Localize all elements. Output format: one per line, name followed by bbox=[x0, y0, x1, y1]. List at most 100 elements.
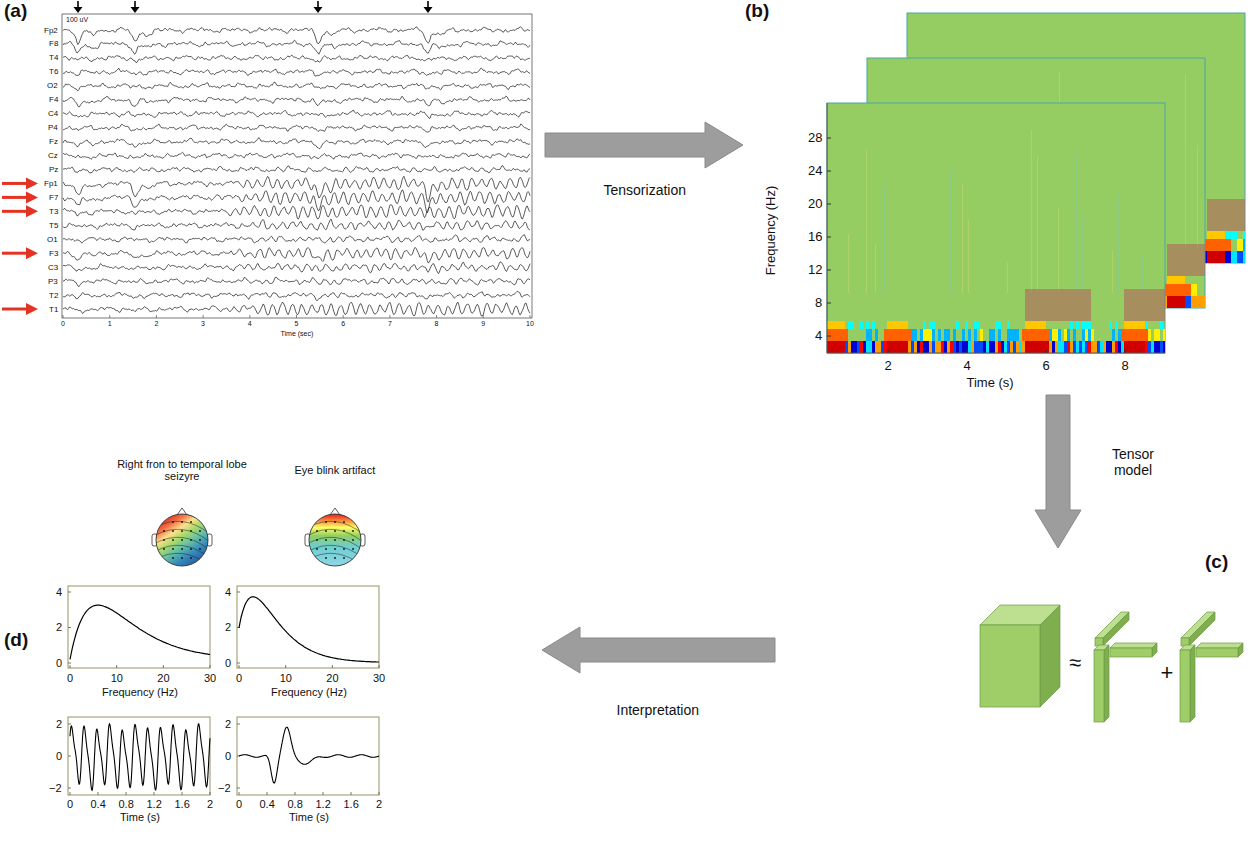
spectrogram-cell bbox=[1073, 333, 1076, 337]
spectrogram-cell bbox=[1058, 309, 1061, 313]
spectrogram-cell bbox=[1127, 321, 1130, 325]
spectrogram-cell bbox=[1139, 345, 1142, 349]
spectrogram-cell bbox=[1191, 264, 1197, 268]
spectrogram-cell bbox=[1088, 309, 1091, 313]
spectrogram-cell bbox=[1088, 297, 1091, 301]
spectrogram-cell bbox=[917, 345, 920, 349]
eeg-trace bbox=[63, 40, 530, 54]
spectrogram-cell bbox=[1225, 203, 1231, 207]
spectrogram-cell bbox=[923, 329, 926, 333]
spectrogram-cell bbox=[1148, 349, 1151, 353]
spectrogram-cell bbox=[962, 349, 965, 353]
spectrogram-cell bbox=[1173, 272, 1179, 276]
spectrogram-cell bbox=[1070, 321, 1073, 325]
spectrogram-cell bbox=[830, 349, 833, 353]
spectrogram-cell bbox=[1207, 199, 1213, 203]
spectrogram-cell bbox=[998, 329, 1001, 333]
spectrogram-streak bbox=[1007, 263, 1008, 293]
spectrogram-cell bbox=[983, 341, 986, 345]
spectrogram-cell bbox=[1157, 337, 1160, 341]
spectrogram-cell bbox=[1133, 321, 1136, 325]
spectrogram-cell bbox=[1067, 289, 1070, 293]
spectrogram-cell bbox=[917, 341, 920, 345]
spectrogram-cell bbox=[1185, 260, 1191, 264]
spectrogram-cell bbox=[908, 341, 911, 345]
spectrogram-cell bbox=[902, 349, 905, 353]
spectrogram-cell bbox=[1013, 329, 1016, 333]
spectrogram-cell bbox=[989, 349, 992, 353]
spectrogram-cell bbox=[1082, 341, 1085, 345]
spectrogram-cell bbox=[1185, 292, 1191, 296]
spectrogram-cell bbox=[1142, 293, 1145, 297]
spectrogram-cell bbox=[1219, 227, 1225, 231]
spectrogram-cell bbox=[1010, 345, 1013, 349]
spectrogram-cell bbox=[1037, 309, 1040, 313]
spectrogram-cell bbox=[1052, 305, 1055, 309]
spectrogram-cell bbox=[1142, 325, 1145, 329]
spectrogram-cell bbox=[1094, 341, 1097, 345]
spectrogram-cell bbox=[1001, 345, 1004, 349]
spectrogram-cell bbox=[1112, 349, 1115, 353]
spectrogram-cell bbox=[1133, 301, 1136, 305]
spectrogram-cell bbox=[1085, 313, 1088, 317]
seizure-channel-arrow bbox=[2, 308, 27, 311]
spectrogram-cell bbox=[929, 349, 932, 353]
spectrogram-cell bbox=[1127, 309, 1130, 313]
spectrogram-cell bbox=[923, 341, 926, 345]
spectrogram-cell bbox=[1191, 256, 1197, 260]
spectrogram-cell bbox=[1010, 333, 1013, 337]
spectrogram-cell bbox=[1167, 244, 1173, 248]
spectrogram-cell bbox=[977, 321, 980, 325]
spectrogram-cell bbox=[1088, 289, 1091, 293]
spectrogram-cell bbox=[1016, 337, 1019, 341]
spectrogram-cell bbox=[1237, 223, 1243, 227]
axis-tick-mark bbox=[436, 315, 437, 318]
spectrogram-cell bbox=[1064, 309, 1067, 313]
spectrogram-cell bbox=[1139, 309, 1142, 313]
spectrogram-cell bbox=[1103, 345, 1106, 349]
spectrogram-cell bbox=[845, 345, 848, 349]
spectrogram-cell bbox=[1191, 284, 1197, 288]
spectrogram-cell bbox=[1136, 321, 1139, 325]
spectrogram-cell bbox=[1043, 333, 1046, 337]
spectrogram-cell bbox=[1133, 349, 1136, 353]
spectrogram-cell bbox=[1154, 305, 1157, 309]
spectrogram-cell bbox=[1037, 341, 1040, 345]
spectrogram-cell bbox=[884, 333, 887, 337]
spectrogram-cell bbox=[1197, 248, 1203, 252]
spectrogram-cell bbox=[1157, 297, 1160, 301]
spectrogram-cell bbox=[1127, 341, 1130, 345]
spectrogram-cell bbox=[851, 341, 854, 345]
spectrogram-cell bbox=[866, 337, 869, 341]
spectrogram-cell bbox=[992, 349, 995, 353]
spectrogram-cell bbox=[1085, 293, 1088, 297]
spectrogram-cell bbox=[1088, 341, 1091, 345]
spectrogram-cell bbox=[1145, 321, 1148, 325]
spectrogram-cell bbox=[1034, 317, 1037, 321]
spectrogram-cell bbox=[1094, 349, 1097, 353]
spectrogram-cell bbox=[1130, 325, 1133, 329]
spectrogram-cell bbox=[1207, 247, 1213, 251]
spectrogram-cell bbox=[962, 329, 965, 333]
spectrogram-cell bbox=[1085, 309, 1088, 313]
spectrogram-cell bbox=[1043, 325, 1046, 329]
spectrogram-cell bbox=[1067, 313, 1070, 317]
spectrogram-cell bbox=[1013, 349, 1016, 353]
spectrogram-cell bbox=[854, 349, 857, 353]
spectrogram-cell bbox=[1067, 337, 1070, 341]
spectrogram-cell bbox=[1088, 325, 1091, 329]
spectrogram-cell bbox=[1127, 305, 1130, 309]
spectrogram-streak bbox=[1191, 149, 1192, 248]
spectrogram-cell bbox=[1025, 301, 1028, 305]
spectrogram-cell bbox=[1231, 203, 1237, 207]
spectrogram-cell bbox=[1112, 333, 1115, 337]
spectrogram-cell bbox=[1058, 301, 1061, 305]
spectrogram-cell bbox=[1207, 211, 1213, 215]
spectrogram-cell bbox=[1160, 317, 1163, 321]
spectrogram-cell bbox=[1136, 341, 1139, 345]
spectrogram-cell bbox=[1136, 301, 1139, 305]
spectrogram-cell bbox=[884, 345, 887, 349]
spectrogram-cell bbox=[1185, 264, 1191, 268]
spectrogram-cell bbox=[851, 345, 854, 349]
spectrogram-cell bbox=[1124, 349, 1127, 353]
